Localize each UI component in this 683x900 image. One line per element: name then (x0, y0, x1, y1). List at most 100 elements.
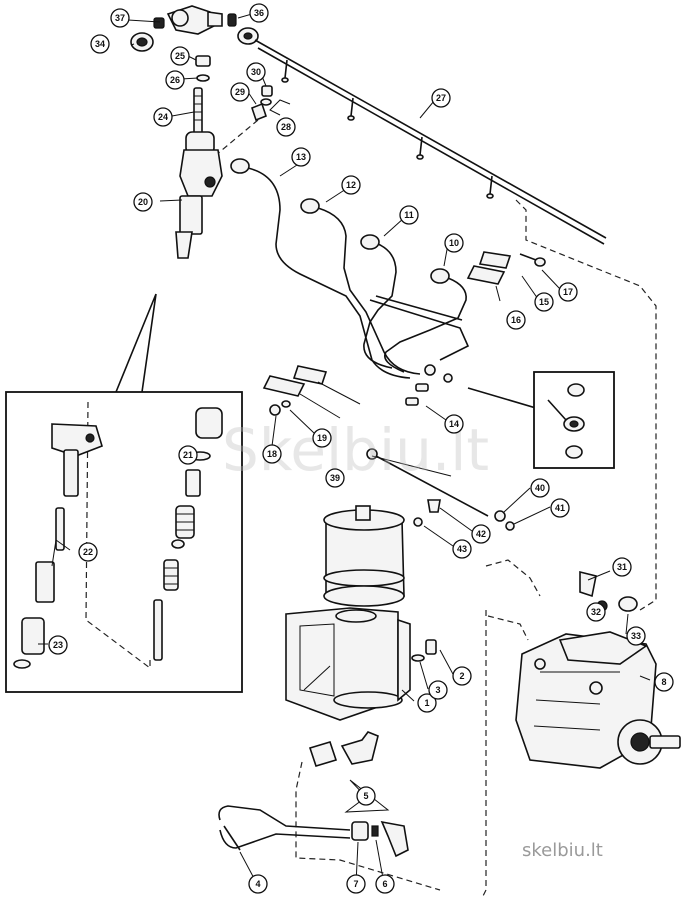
callout-28: 28 (276, 117, 296, 137)
callout-2: 2 (452, 666, 472, 686)
callout-label: 23 (53, 640, 63, 650)
callout-label: 17 (563, 287, 573, 297)
callout-label: 27 (436, 93, 446, 103)
callout-label: 18 (267, 449, 277, 459)
callout-label: 43 (457, 544, 467, 554)
callout-label: 40 (535, 483, 545, 493)
callout-12: 12 (341, 175, 361, 195)
callout-bubble (170, 46, 190, 66)
callout-bubble (291, 147, 311, 167)
callout-36: 36 (249, 3, 269, 23)
injector-main (175, 131, 223, 259)
callout-29: 29 (230, 82, 250, 102)
callout-bubble (133, 192, 153, 212)
callout-label: 32 (591, 607, 601, 617)
callout-label: 34 (95, 39, 105, 49)
callout-label: 29 (235, 87, 245, 97)
callout-label: 36 (254, 8, 264, 18)
callout-25: 25 (170, 46, 190, 66)
callout-label: 13 (296, 152, 306, 162)
callout-39: 39 (325, 468, 345, 488)
callout-5: 5 (356, 786, 376, 806)
callout-bubble (654, 672, 674, 692)
callout-label: 16 (511, 315, 521, 325)
callout-bubble (626, 626, 646, 646)
leader-lines (38, 11, 651, 885)
callout-32: 32 (586, 602, 606, 622)
callout-bubble (558, 282, 578, 302)
callout-label: 11 (404, 210, 414, 220)
callout-41: 41 (550, 498, 570, 518)
callout-bubble (178, 445, 198, 465)
callout-bubble (375, 874, 395, 894)
callout-label: 33 (631, 631, 641, 641)
callout-bubble (312, 428, 332, 448)
dashed-fuel-lines (295, 199, 657, 899)
callout-label: 3 (435, 685, 440, 695)
callout-bubble (534, 292, 554, 312)
callout-bubble (506, 310, 526, 330)
callout-33: 33 (626, 626, 646, 646)
callout-label: 31 (617, 562, 627, 572)
detail-14-inset (467, 371, 615, 469)
callout-bubble (471, 524, 491, 544)
pipe-clamps (262, 251, 546, 416)
callout-label: 21 (183, 450, 193, 460)
callout-label: 12 (346, 180, 356, 190)
callout-27: 27 (431, 88, 451, 108)
callout-layer: 1234567810111213141516171819202122232425… (48, 3, 674, 894)
callout-17: 17 (558, 282, 578, 302)
callout-label: 39 (330, 473, 340, 483)
callout-20: 20 (133, 192, 153, 212)
callout-bubble (248, 874, 268, 894)
callout-label: 26 (170, 75, 180, 85)
callout-label: 15 (539, 297, 549, 307)
watermark-corner: skelbiu.lt (522, 840, 603, 861)
callout-bubble (586, 602, 606, 622)
callout-43: 43 (452, 539, 472, 559)
callout-bubble (249, 3, 269, 23)
callout-label: 4 (255, 879, 260, 889)
injection-pump (515, 570, 681, 769)
callout-label: 25 (175, 51, 185, 61)
fuel-filter-assembly (285, 505, 437, 721)
callout-15: 15 (534, 292, 554, 312)
callout-24: 24 (153, 107, 173, 127)
callout-bubble (153, 107, 173, 127)
callout-bubble (550, 498, 570, 518)
callout-label: 2 (459, 671, 464, 681)
callout-bubble (428, 680, 448, 700)
callout-bubble (399, 205, 419, 225)
callout-22: 22 (78, 542, 98, 562)
callout-19: 19 (312, 428, 332, 448)
callout-37: 37 (110, 8, 130, 28)
callout-bubble (530, 478, 550, 498)
callout-30: 30 (246, 62, 266, 82)
callout-label: 6 (382, 879, 387, 889)
callout-bubble (90, 34, 110, 54)
callout-6: 6 (375, 874, 395, 894)
callout-label: 20 (138, 197, 148, 207)
callout-26: 26 (165, 70, 185, 90)
callout-label: 22 (83, 547, 93, 557)
callout-bubble (165, 70, 185, 90)
callout-14: 14 (444, 414, 464, 434)
leak-off-pipe (254, 39, 607, 245)
callout-bubble (48, 635, 68, 655)
callout-label: 14 (449, 419, 459, 429)
callout-34: 34 (90, 34, 110, 54)
callout-bubble (341, 175, 361, 195)
callout-label: 42 (476, 529, 486, 539)
callout-label: 30 (251, 67, 261, 77)
callout-31: 31 (612, 557, 632, 577)
callout-label: 19 (317, 433, 327, 443)
callout-label: 1 (424, 698, 429, 708)
callout-bubble (246, 62, 266, 82)
callout-label: 8 (661, 677, 666, 687)
injector-pipes (230, 158, 470, 383)
callout-label: 7 (353, 879, 358, 889)
callout-bubble (230, 82, 250, 102)
callout-11: 11 (399, 205, 419, 225)
callout-10: 10 (444, 233, 464, 253)
